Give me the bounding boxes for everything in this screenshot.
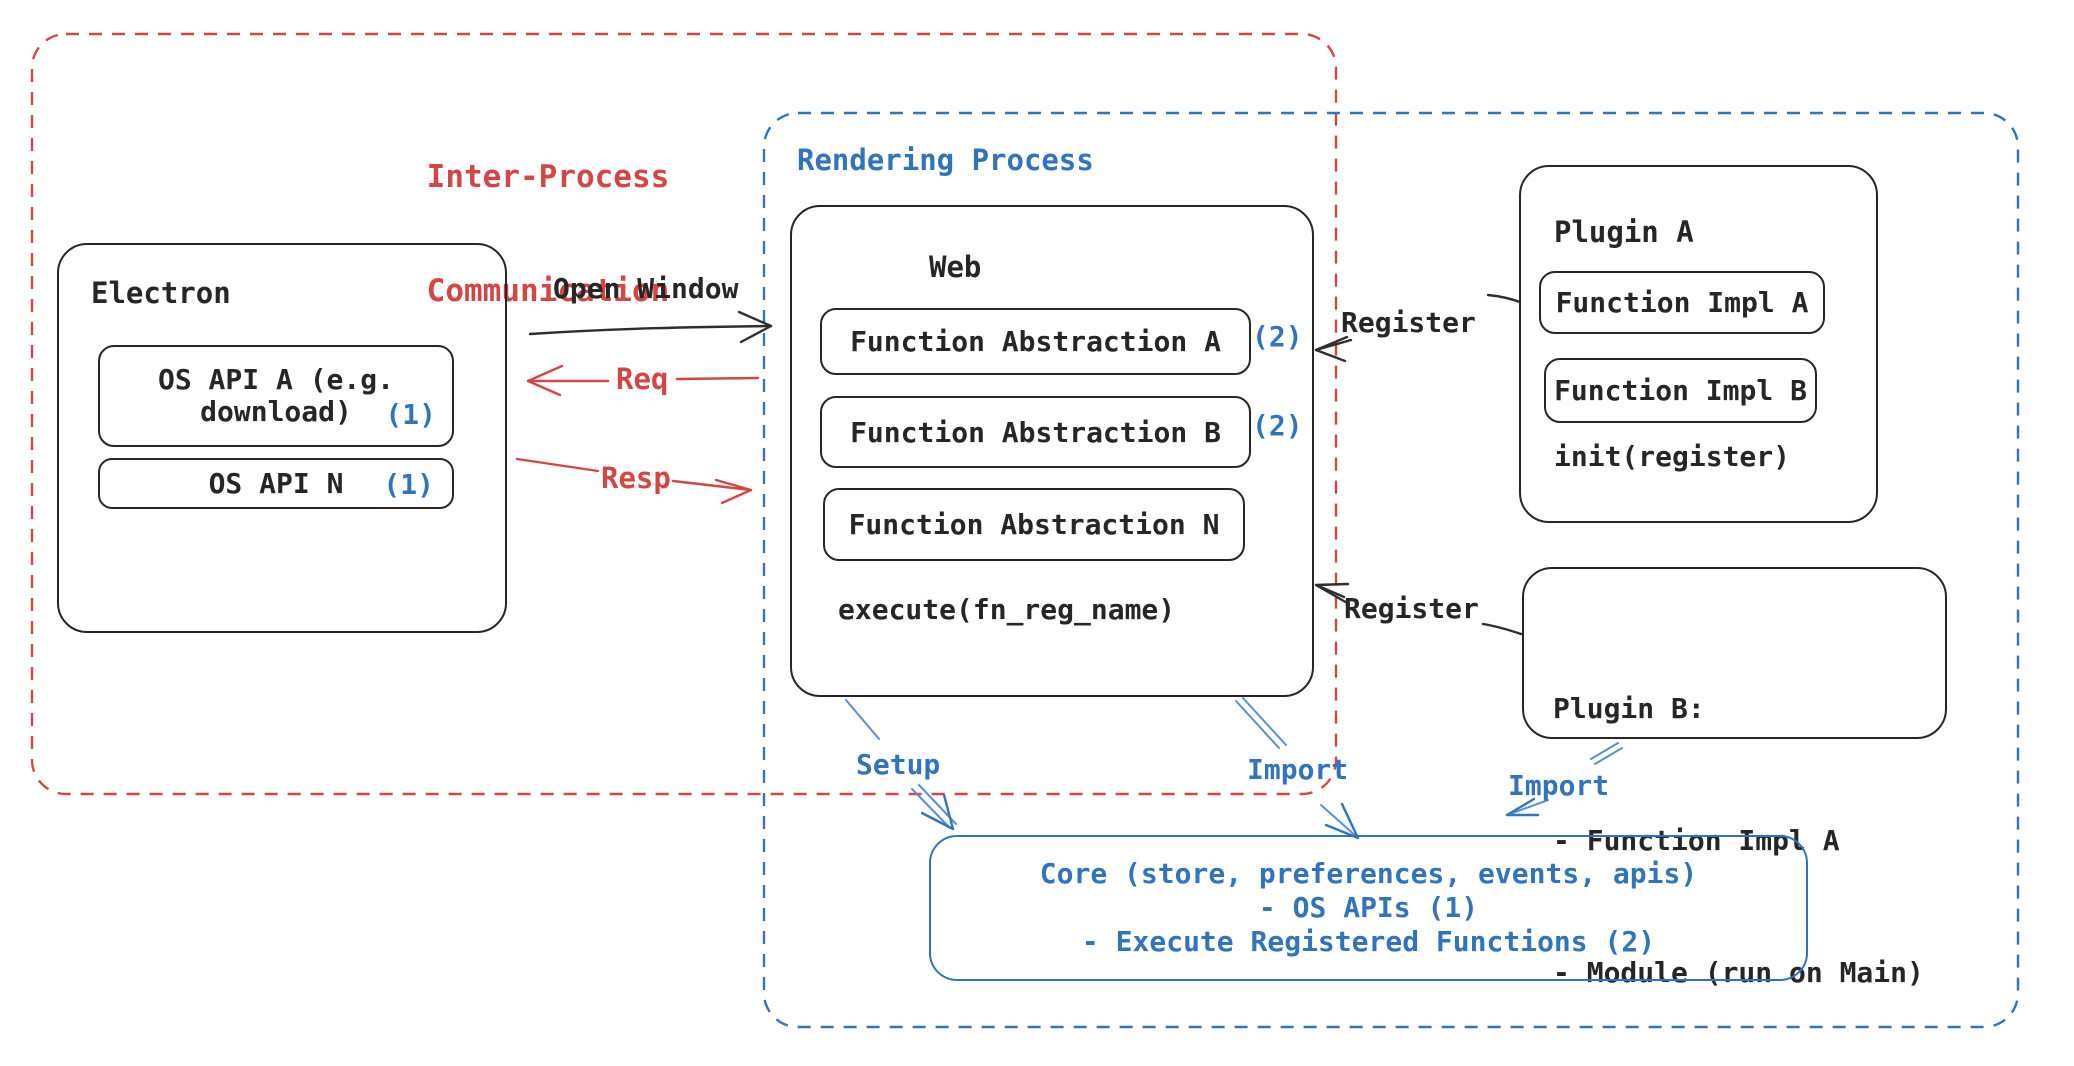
os-api-a-label-line2: download) — [200, 395, 352, 428]
ipc-title-line2: Communication — [426, 273, 670, 309]
function-abstraction-n-box: Function Abstraction N — [823, 488, 1245, 561]
web-title: Web — [929, 250, 982, 284]
function-impl-a-label: Function Impl A — [1555, 286, 1809, 319]
os-api-a-badge: (1) — [385, 398, 436, 431]
resp-label: Resp — [601, 461, 671, 495]
rendering-group-title: Rendering Process — [797, 143, 1094, 177]
plugin-b-text: Plugin B: - Function Impl A - Module (ru… — [1553, 599, 1924, 1066]
electron-box — [57, 243, 507, 633]
function-abstraction-n-label: Function Abstraction N — [848, 508, 1220, 541]
core-box: Core (store, preferences, events, apis) … — [929, 835, 1808, 981]
os-api-a-box: OS API A (e.g. download) (1) — [98, 345, 454, 447]
plugin-b-title: Plugin B: — [1553, 692, 1705, 725]
ipc-title-line1: Inter-Process — [426, 159, 670, 195]
os-api-a-label-line1: OS API A (e.g. — [157, 363, 394, 396]
plugin-b-item-1: - Function Impl A — [1553, 824, 1840, 857]
register-bottom-label: Register — [1344, 592, 1479, 625]
web-box — [790, 205, 1314, 697]
function-abstraction-b-box: Function Abstraction B — [820, 396, 1251, 468]
open-window-label: Open Window — [553, 272, 739, 305]
import-plugin-b-label: Import — [1508, 769, 1610, 802]
function-abstraction-a-label: Function Abstraction A — [850, 325, 1221, 358]
function-impl-b-label: Function Impl B — [1554, 374, 1807, 407]
function-impl-b-box: Function Impl B — [1544, 358, 1817, 423]
function-abstraction-a-badge: (2) — [1252, 320, 1303, 353]
function-abstraction-a-box: Function Abstraction A — [820, 308, 1251, 375]
plugin-a-box — [1519, 165, 1878, 523]
os-api-n-label: OS API N — [208, 467, 344, 500]
plugin-b-item-2: - Module (run on Main) — [1553, 956, 1924, 989]
setup-label: Setup — [856, 748, 941, 781]
req-label: Req — [616, 362, 669, 396]
ipc-group-title: Inter-Process Communication — [368, 82, 728, 386]
core-line3: - Execute Registered Functions (2) — [1081, 925, 1656, 958]
register-top-label: Register — [1341, 306, 1476, 339]
init-register-label: init(register) — [1554, 440, 1791, 473]
os-api-n-badge: (1) — [383, 468, 434, 501]
import-web-label: Import — [1247, 753, 1349, 786]
electron-title: Electron — [91, 276, 231, 310]
function-abstraction-b-badge: (2) — [1252, 409, 1303, 442]
plugin-b-box — [1522, 567, 1947, 739]
execute-label: execute(fn_reg_name) — [838, 593, 1176, 626]
function-abstraction-b-label: Function Abstraction B — [850, 415, 1221, 449]
os-api-n-box: OS API N (1) — [98, 458, 454, 509]
plugin-a-title: Plugin A — [1554, 215, 1694, 249]
core-line2: - OS APIs (1) — [1258, 891, 1479, 924]
function-impl-a-box: Function Impl A — [1539, 271, 1825, 334]
core-line1: Core (store, preferences, events, apis) — [1039, 857, 1698, 890]
